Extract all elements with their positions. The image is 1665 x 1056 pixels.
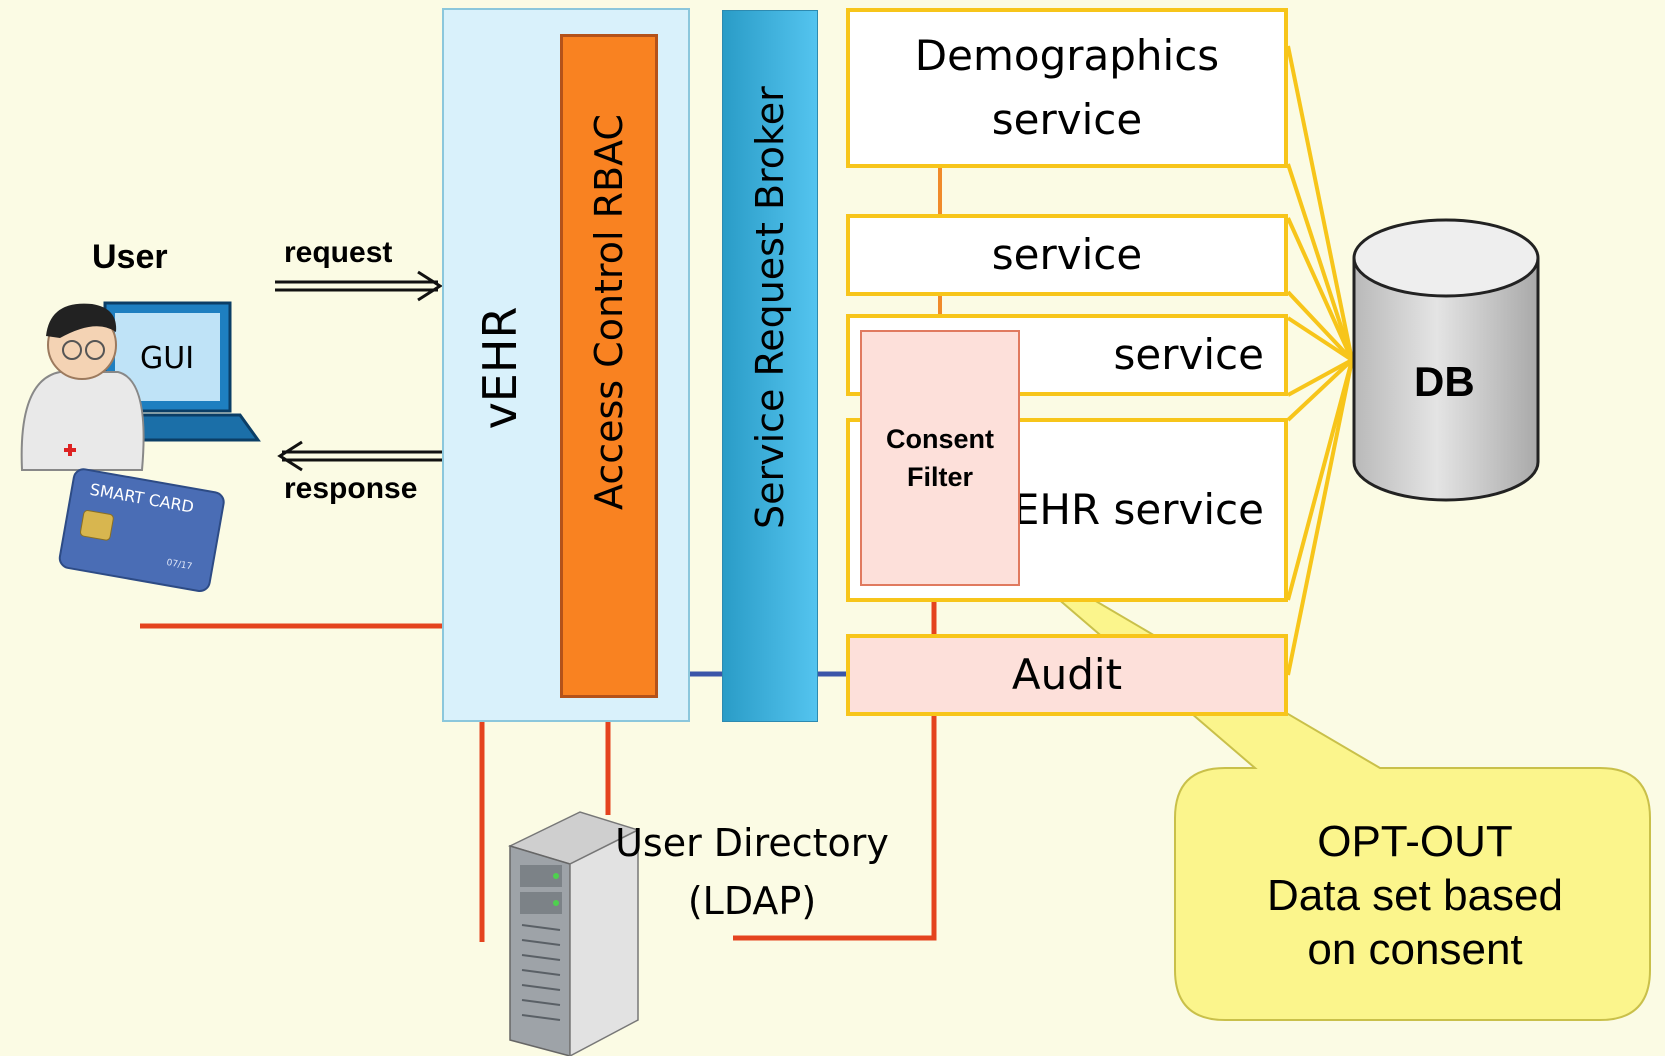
response-label: response xyxy=(284,472,418,505)
callout-line2: Data set based xyxy=(1267,871,1563,920)
access-control-rbac-block xyxy=(560,34,658,698)
demographics-service-box: Demographics service xyxy=(846,8,1288,168)
ldap-server-icon xyxy=(507,811,641,1056)
vehr-label: vEHR xyxy=(473,306,527,430)
svg-text:07/17: 07/17 xyxy=(166,558,193,572)
user-directory-line2: (LDAP) xyxy=(687,879,817,923)
user-directory-line1: User Directory xyxy=(615,821,889,865)
request-label: request xyxy=(284,236,393,269)
gui-label: GUI xyxy=(140,341,195,376)
service-request-broker-label: Service Request Broker xyxy=(748,86,792,529)
demographics-service-line1: Demographics xyxy=(914,31,1220,80)
service-b-label: service xyxy=(1113,330,1264,379)
callout-line1: OPT-OUT xyxy=(1317,817,1513,866)
callout-line3: on consent xyxy=(1307,925,1523,974)
doctor-user-icon xyxy=(20,303,145,471)
db-fan-lines xyxy=(1286,45,1354,676)
consent-filter-line1: Consent xyxy=(886,424,994,454)
service-box-a: service xyxy=(846,214,1288,296)
user-directory-label: User Directory (LDAP) xyxy=(612,814,892,930)
access-control-rbac-label: Access Control RBAC xyxy=(587,114,631,510)
callout-text: OPT-OUT Data set based on consent xyxy=(1215,815,1615,977)
db-cylinder-icon xyxy=(1352,218,1540,502)
audit-label: Audit xyxy=(1011,650,1123,699)
service-a-label: service xyxy=(991,230,1143,279)
consent-filter-line2: Filter xyxy=(906,462,973,492)
smart-card-icon: SMART CARD 07/17 xyxy=(58,468,225,593)
ehr-service-label: EHR service xyxy=(1012,485,1264,534)
audit-box: Audit xyxy=(846,634,1288,716)
consent-filter-box: Consent Filter xyxy=(860,330,1020,586)
response-arrow xyxy=(277,440,442,472)
demographics-service-line2: service xyxy=(991,95,1143,144)
request-arrow xyxy=(275,270,443,302)
user-label: User xyxy=(92,238,168,276)
db-label: DB xyxy=(1414,358,1475,405)
service-request-broker-block xyxy=(722,10,818,722)
